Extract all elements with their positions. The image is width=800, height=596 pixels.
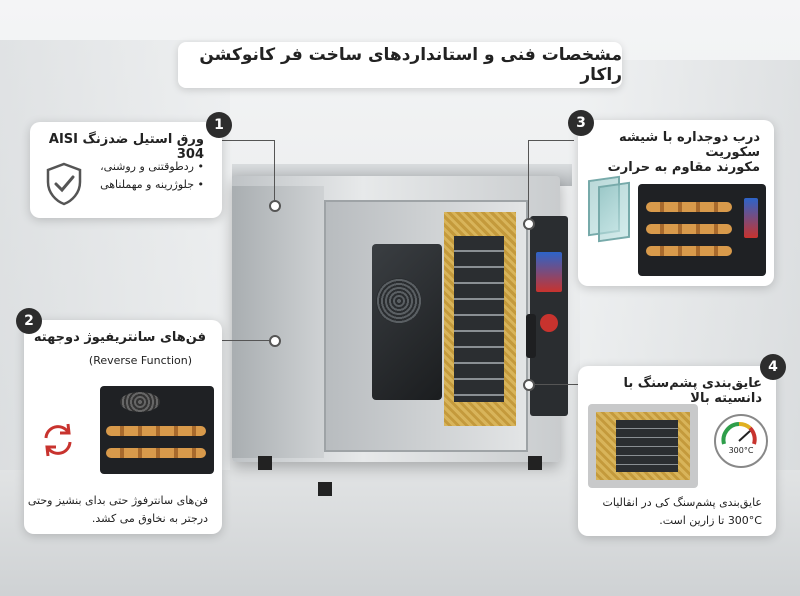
bullet-item: • ردطوقتنی و روشنی، bbox=[100, 160, 204, 173]
title-line: مکورند مقاوم به حرارت bbox=[607, 160, 760, 175]
feature-card-1: 1 ورق استیل ضدزنگ AISI 304 • ردطوقتنی و … bbox=[30, 112, 232, 218]
description-line: درجتر به نخاوق می کشد. bbox=[91, 512, 208, 525]
bread-tray bbox=[646, 246, 732, 256]
leader-line-3 bbox=[528, 140, 574, 141]
oven-foot bbox=[318, 482, 332, 496]
description-line: 300°C تا زارین است. bbox=[659, 514, 762, 527]
callout-point-2 bbox=[269, 335, 281, 347]
bread-tray bbox=[646, 202, 732, 212]
feature-title: عایق‌بندی پشم‌سنگ با دانسیته بالا bbox=[623, 376, 763, 406]
leader-line-4 bbox=[528, 384, 578, 385]
gauge-label: 300°C bbox=[728, 446, 754, 455]
callout-point-3 bbox=[523, 218, 535, 230]
feature-bullets: • ردطوقتنی و روشنی، • جلوژرینه و مهملناه… bbox=[100, 158, 204, 194]
description-line: عایق‌بندی پشم‌سنگ کی در انقالیات bbox=[602, 496, 762, 509]
feature-description: عایق‌بندی پشم‌سنگ کی در انقالیات 300°C ت… bbox=[602, 494, 762, 530]
bullet-item: • جلوژرینه و مهملناهی bbox=[100, 178, 204, 191]
oven-foot bbox=[258, 456, 272, 470]
feature-subtitle: (Reverse Function) bbox=[88, 354, 192, 367]
control-screen bbox=[536, 252, 562, 292]
insulation-thumbnail bbox=[588, 404, 698, 488]
door-oven-thumbnail bbox=[638, 184, 766, 276]
glass-panel-icon bbox=[598, 181, 630, 243]
fan-oven-thumbnail bbox=[100, 386, 214, 474]
temperature-gauge-icon: 300°C bbox=[714, 414, 768, 468]
page-title: مشخصات فنی و استانداردهای ساخت فر کانوکش… bbox=[178, 42, 622, 88]
callout-point-1 bbox=[269, 200, 281, 212]
feature-number-badge: 3 bbox=[568, 110, 594, 136]
feature-title: فن‌های سانتریفیوژ دوجهته bbox=[33, 330, 206, 345]
feature-number-badge: 2 bbox=[16, 308, 42, 334]
feature-card-3: 3 درب دوجداره با شیشه سکوریت مکورند مقاو… bbox=[568, 110, 774, 286]
feature-number-badge: 1 bbox=[206, 112, 232, 138]
leader-line-1 bbox=[222, 140, 274, 141]
feature-number-badge: 4 bbox=[760, 354, 786, 380]
leader-line-3 bbox=[528, 140, 529, 222]
leader-line-1 bbox=[274, 140, 275, 204]
fan-icon bbox=[120, 392, 160, 412]
bread-tray bbox=[106, 426, 206, 436]
oven-chamber-racks bbox=[454, 236, 504, 402]
bread-tray bbox=[106, 448, 206, 458]
feature-title: ورق استیل ضدزنگ AISI 304 bbox=[48, 132, 204, 162]
door-handle bbox=[526, 314, 536, 358]
oven-chamber-racks bbox=[616, 420, 678, 472]
reverse-rotation-icon bbox=[44, 423, 72, 457]
shield-check-icon bbox=[46, 162, 82, 206]
bread-tray bbox=[646, 224, 732, 234]
description-line: فن‌های سانترفوژ حتی بدای بنشیز وحتی bbox=[27, 494, 208, 507]
feature-description: فن‌های سانترفوژ حتی بدای بنشیز وحتی درجت… bbox=[28, 492, 208, 528]
leader-line-2 bbox=[222, 340, 274, 341]
callout-point-4 bbox=[523, 379, 535, 391]
oven-foot bbox=[528, 456, 542, 470]
oven-side-panel bbox=[232, 186, 324, 458]
fan-icon bbox=[376, 278, 422, 324]
feature-title: درب دوجداره با شیشه سکوریت مکورند مقاوم … bbox=[578, 130, 760, 175]
feature-card-4: 4 عایق‌بندی پشم‌سنگ با دانسیته بالا 300°… bbox=[578, 354, 786, 536]
feature-card-2: 2 فن‌های سانتریفیوژ دوجهته (Reverse Func… bbox=[16, 308, 222, 534]
control-screen bbox=[744, 198, 758, 238]
brand-logo-icon bbox=[540, 314, 558, 332]
gauge-dial bbox=[721, 422, 757, 445]
title-line: درب دوجداره با شیشه سکوریت bbox=[618, 130, 760, 160]
